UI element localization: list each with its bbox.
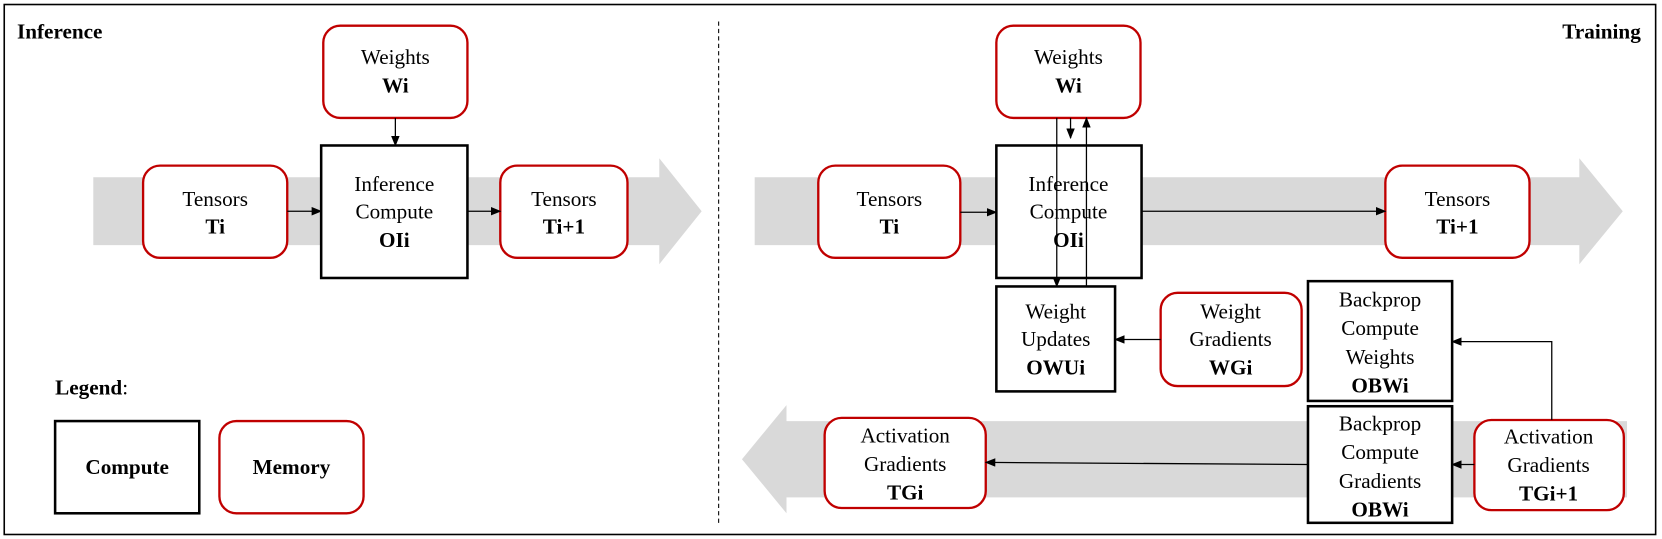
arrow	[1451, 337, 1553, 421]
svg-text:Weight: Weight	[1200, 299, 1261, 323]
frame	[3, 3, 1657, 536]
svg-text:OIi: OIi	[1053, 228, 1084, 252]
svg-text:OBWi: OBWi	[1351, 497, 1408, 521]
svg-text:Compute: Compute	[1341, 440, 1419, 464]
backprop-weights-box: Backprop Compute Weights OBWi	[1306, 279, 1454, 403]
svg-text:Inference: Inference	[354, 172, 434, 196]
inference-weights-box: Weights Wi	[322, 24, 469, 120]
svg-text:Updates: Updates	[1021, 327, 1090, 351]
svg-text:Gradients: Gradients	[1339, 469, 1421, 493]
svg-text:Gradients: Gradients	[1507, 453, 1589, 477]
inference-tensors-out-box: Tensors Ti+1	[499, 164, 629, 260]
inference-tensors-in-box: Tensors Ti	[141, 164, 289, 260]
inference-compute-box: Inference Compute OIi	[319, 144, 469, 280]
svg-text:Tensors: Tensors	[856, 187, 922, 211]
training-title: Training	[1562, 19, 1641, 43]
svg-text:Wi: Wi	[1055, 73, 1082, 97]
svg-text:Weights: Weights	[1034, 45, 1103, 69]
svg-text:Backprop: Backprop	[1339, 288, 1421, 312]
inference-title: Inference	[17, 19, 103, 43]
training-tensors-in-box: Tensors Ti	[817, 164, 962, 260]
legend-compute: Compute	[53, 419, 201, 515]
svg-text:Inference: Inference	[1028, 172, 1108, 196]
svg-text:Weights: Weights	[361, 45, 430, 69]
svg-text:TGi+1: TGi+1	[1519, 482, 1578, 506]
svg-text:Ti+1: Ti+1	[543, 214, 585, 238]
svg-text:Ti: Ti	[205, 214, 225, 238]
svg-text:TGi: TGi	[887, 481, 924, 505]
training-weights-box: Weights Wi	[995, 24, 1142, 120]
training-compute-box: Inference Compute OIi	[995, 144, 1143, 280]
svg-text:Backprop: Backprop	[1339, 412, 1421, 436]
weight-gradients-box: Weight Gradients WGi	[1159, 291, 1303, 388]
svg-text:Compute: Compute	[355, 200, 433, 224]
training-tensors-out-box: Tensors Ti+1	[1384, 164, 1531, 260]
arrow	[984, 458, 1308, 467]
svg-text:Tensors: Tensors	[182, 187, 248, 211]
svg-text:Activation: Activation	[1504, 424, 1594, 448]
svg-text:Gradients: Gradients	[864, 452, 946, 476]
svg-text:OWUi: OWUi	[1026, 355, 1085, 379]
legend-memory: Memory	[218, 419, 365, 515]
backprop-gradients-box: Backprop Compute Gradients OBWi	[1306, 404, 1454, 525]
svg-text:Weights: Weights	[1346, 345, 1415, 369]
svg-text:Activation: Activation	[860, 423, 950, 447]
weight-updates-box: Weight Updates OWUi	[995, 285, 1117, 393]
legend-title: Legend:	[55, 376, 128, 400]
svg-text:Wi: Wi	[382, 73, 409, 97]
svg-text:OBWi: OBWi	[1351, 373, 1408, 397]
svg-text:Tensors: Tensors	[1425, 187, 1491, 211]
svg-text:OIi: OIi	[379, 228, 410, 252]
svg-text:Memory: Memory	[253, 455, 331, 479]
svg-text:Tensors: Tensors	[531, 187, 597, 211]
svg-text:Weight: Weight	[1025, 299, 1086, 323]
svg-text:Compute: Compute	[1341, 316, 1419, 340]
svg-text:Ti: Ti	[879, 214, 899, 238]
svg-text:Gradients: Gradients	[1189, 327, 1271, 351]
svg-text:WGi: WGi	[1209, 355, 1253, 379]
svg-text:Compute: Compute	[85, 455, 169, 479]
svg-text:Ti+1: Ti+1	[1436, 214, 1478, 238]
activation-gradients-out-box: Activation Gradients TGi	[823, 416, 987, 510]
activation-gradients-in-box: Activation Gradients TGi+1	[1473, 418, 1626, 512]
svg-text:Compute: Compute	[1030, 200, 1108, 224]
